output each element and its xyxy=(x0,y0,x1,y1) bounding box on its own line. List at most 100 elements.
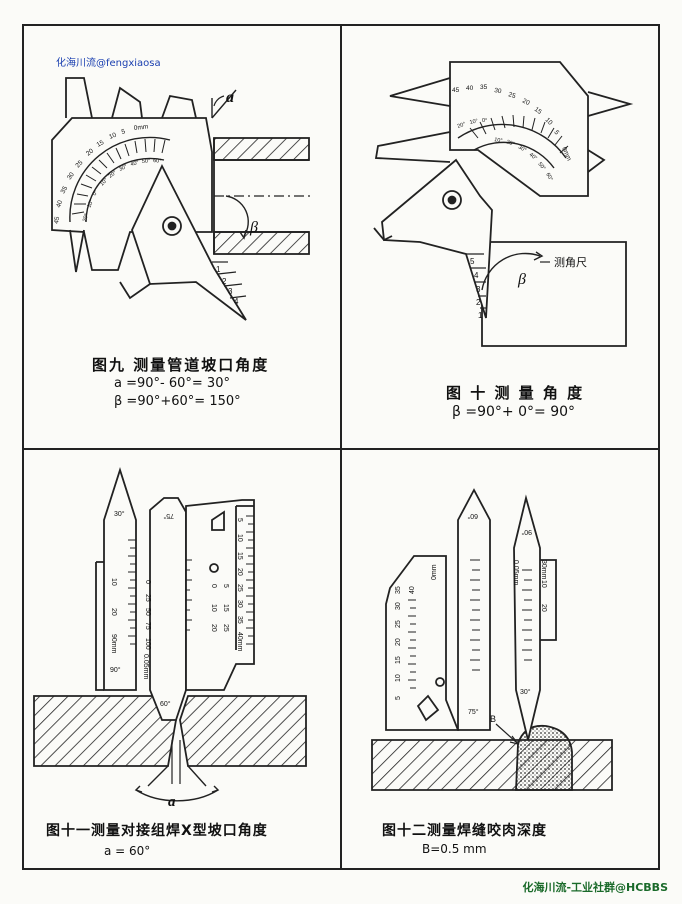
fig11-ruler-20: 20 xyxy=(236,568,243,576)
fig10-scale-5: 5 xyxy=(552,129,560,136)
fig10-step-5: 5 xyxy=(470,257,475,266)
fig10-rotating-blade xyxy=(381,158,493,319)
fig11-ruler-ticks xyxy=(128,515,254,645)
fig11-left-plate xyxy=(33,695,177,767)
fig10-ruler-label: 测角尺 xyxy=(554,256,587,269)
fig9-scale-5: 5 xyxy=(121,128,127,136)
fig10-beta-arc xyxy=(481,252,541,291)
fig12-plate xyxy=(371,739,613,791)
fig11-ruler-40mm: 40mm xyxy=(236,632,243,652)
fig9-inner-5: 30° xyxy=(118,164,128,173)
fig10-scale-30: 30 xyxy=(494,87,503,95)
fig11-angle-30: 30° xyxy=(114,510,125,518)
fig12-angle-30: 30° xyxy=(520,688,531,696)
fig9-arc-ticks xyxy=(71,138,166,215)
fig11-angle-60: 60° xyxy=(160,700,171,708)
fig11-small-5: 5 xyxy=(222,584,229,588)
fig11-ruler-30: 30 xyxy=(236,600,243,608)
fig9-scale-15: 15 xyxy=(96,139,106,149)
fig12-b-pointer xyxy=(495,723,517,743)
fig11-unit: 0.05mm xyxy=(142,654,149,679)
fig12-ruler-ticks xyxy=(408,559,532,689)
fig10-caption: 图 十 测 量 角 度 xyxy=(446,384,585,402)
fig9-inner-2: 0° xyxy=(92,189,100,197)
fig9-inner-6: 40° xyxy=(130,160,140,168)
fig9-scale-45: 45 xyxy=(53,216,61,225)
fig11-label-20: 20 xyxy=(110,608,117,616)
fig11-ruler-35: 35 xyxy=(236,616,243,624)
fig11-alpha-arc xyxy=(135,789,219,802)
fig10-formula: β =90°+ 0°= 90° xyxy=(452,404,576,420)
fig10-inner-0: 20° xyxy=(457,121,467,129)
fig11-ruler-5: 5 xyxy=(236,518,243,522)
fig11-small-10: 10 xyxy=(210,604,217,612)
fig9-formula-alpha: a =90°- 60°= 30° xyxy=(114,376,230,391)
figure11-drawing xyxy=(33,467,307,802)
fig9-step-3: 3 xyxy=(228,287,233,296)
fig11-gap-50: 50 xyxy=(144,608,151,616)
fig11-label-90mm: 90mm xyxy=(110,634,117,654)
figure12-drawing xyxy=(371,488,613,791)
fig11-right-plate xyxy=(179,695,307,767)
fig11-right-gauge xyxy=(185,499,255,691)
fig12-right-blade xyxy=(513,494,541,741)
fig12-ruler-30: 30 xyxy=(395,602,402,610)
fig10-scale-20: 20 xyxy=(521,98,531,108)
fig9-alpha-arc xyxy=(211,89,237,119)
fig9-caption: 图九 测量管道坡口角度 xyxy=(92,356,270,374)
fig12-b-label: B xyxy=(490,714,496,724)
vertical-divider xyxy=(340,24,342,870)
fig9-inner-8: 60° xyxy=(153,158,162,165)
fig10-step-4: 4 xyxy=(474,271,479,280)
fig10-step-2: 2 xyxy=(476,298,481,307)
fig10-arc-ticks xyxy=(469,114,569,154)
fig9-step-2: 2 xyxy=(222,277,227,286)
fig9-pipe-bottom-wall xyxy=(213,231,310,255)
fig10-step-3: 3 xyxy=(476,285,481,294)
fig10-inner-1: 10° xyxy=(469,118,478,126)
fig11-angle-75: 75° xyxy=(163,512,174,520)
fig10-scale-40: 40 xyxy=(466,85,474,92)
fig12-label-30mm: 30mm xyxy=(540,560,547,580)
fig9-scale-0mm: 0mm xyxy=(133,124,148,132)
fig11-small-20: 20 xyxy=(210,624,217,632)
fig12-ruler-10: 10 xyxy=(395,674,402,682)
fig9-scale-20: 20 xyxy=(85,147,95,157)
fig12-angle-90: 90° xyxy=(521,528,532,536)
fig11-gap-75: 75 xyxy=(144,622,151,630)
fig10-inner-5: 30° xyxy=(517,145,527,154)
fig9-inner-1: 10° xyxy=(86,199,95,209)
fig12-weld-bead xyxy=(515,724,573,791)
fig10-inner-8: 60° xyxy=(544,172,553,182)
fig9-scale-35: 35 xyxy=(60,185,70,195)
fig9-inner-7: 50° xyxy=(142,158,151,165)
fig9-scale-labels: 45 40 35 30 25 20 15 10 5 0mm xyxy=(53,124,149,225)
fig9-scale-10: 10 xyxy=(108,132,118,141)
fig10-beta-label: β xyxy=(517,271,526,288)
fig11-angle-90: 90° xyxy=(110,666,121,674)
fig12-ruler-15: 15 xyxy=(395,656,402,664)
fig9-inner-4: 20° xyxy=(108,170,118,180)
fig10-pivot xyxy=(442,190,462,210)
fig12-formula: B=0.5 mm xyxy=(422,842,487,856)
fig12-ruler-40: 40 xyxy=(409,586,416,594)
fig12-angle-60: 60° xyxy=(467,512,478,520)
figure9-drawing xyxy=(51,77,312,321)
fig10-step-1: 1 xyxy=(478,311,483,320)
fig10-inner-3: 10° xyxy=(494,137,503,144)
fig12-ruler-25: 25 xyxy=(395,620,402,628)
fig12-label-20: 20 xyxy=(540,604,547,612)
fig12-caption: 图十二测量焊缝咬肉深度 xyxy=(382,823,547,839)
fig11-gap-0: 0 xyxy=(144,580,151,584)
fig10-inner-labels: 20° 10° 0° 10° 20° 30° 40° 50° 60° xyxy=(457,118,554,182)
fig9-formula-beta: β =90°+60°= 150° xyxy=(114,394,241,409)
fig10-scale-15: 15 xyxy=(533,106,543,116)
fig11-gap-100: 100 xyxy=(144,638,151,650)
fig11-left-blade xyxy=(103,467,137,691)
fig10-step-labels: 5 4 3 2 1 xyxy=(470,257,483,320)
fig9-inner-labels: 20° 10° 0° 10° 20° 30° 40° 50° 60° xyxy=(82,158,162,223)
fig10-inner-6: 40° xyxy=(528,152,538,162)
fig10-scale-45: 45 xyxy=(452,87,460,94)
